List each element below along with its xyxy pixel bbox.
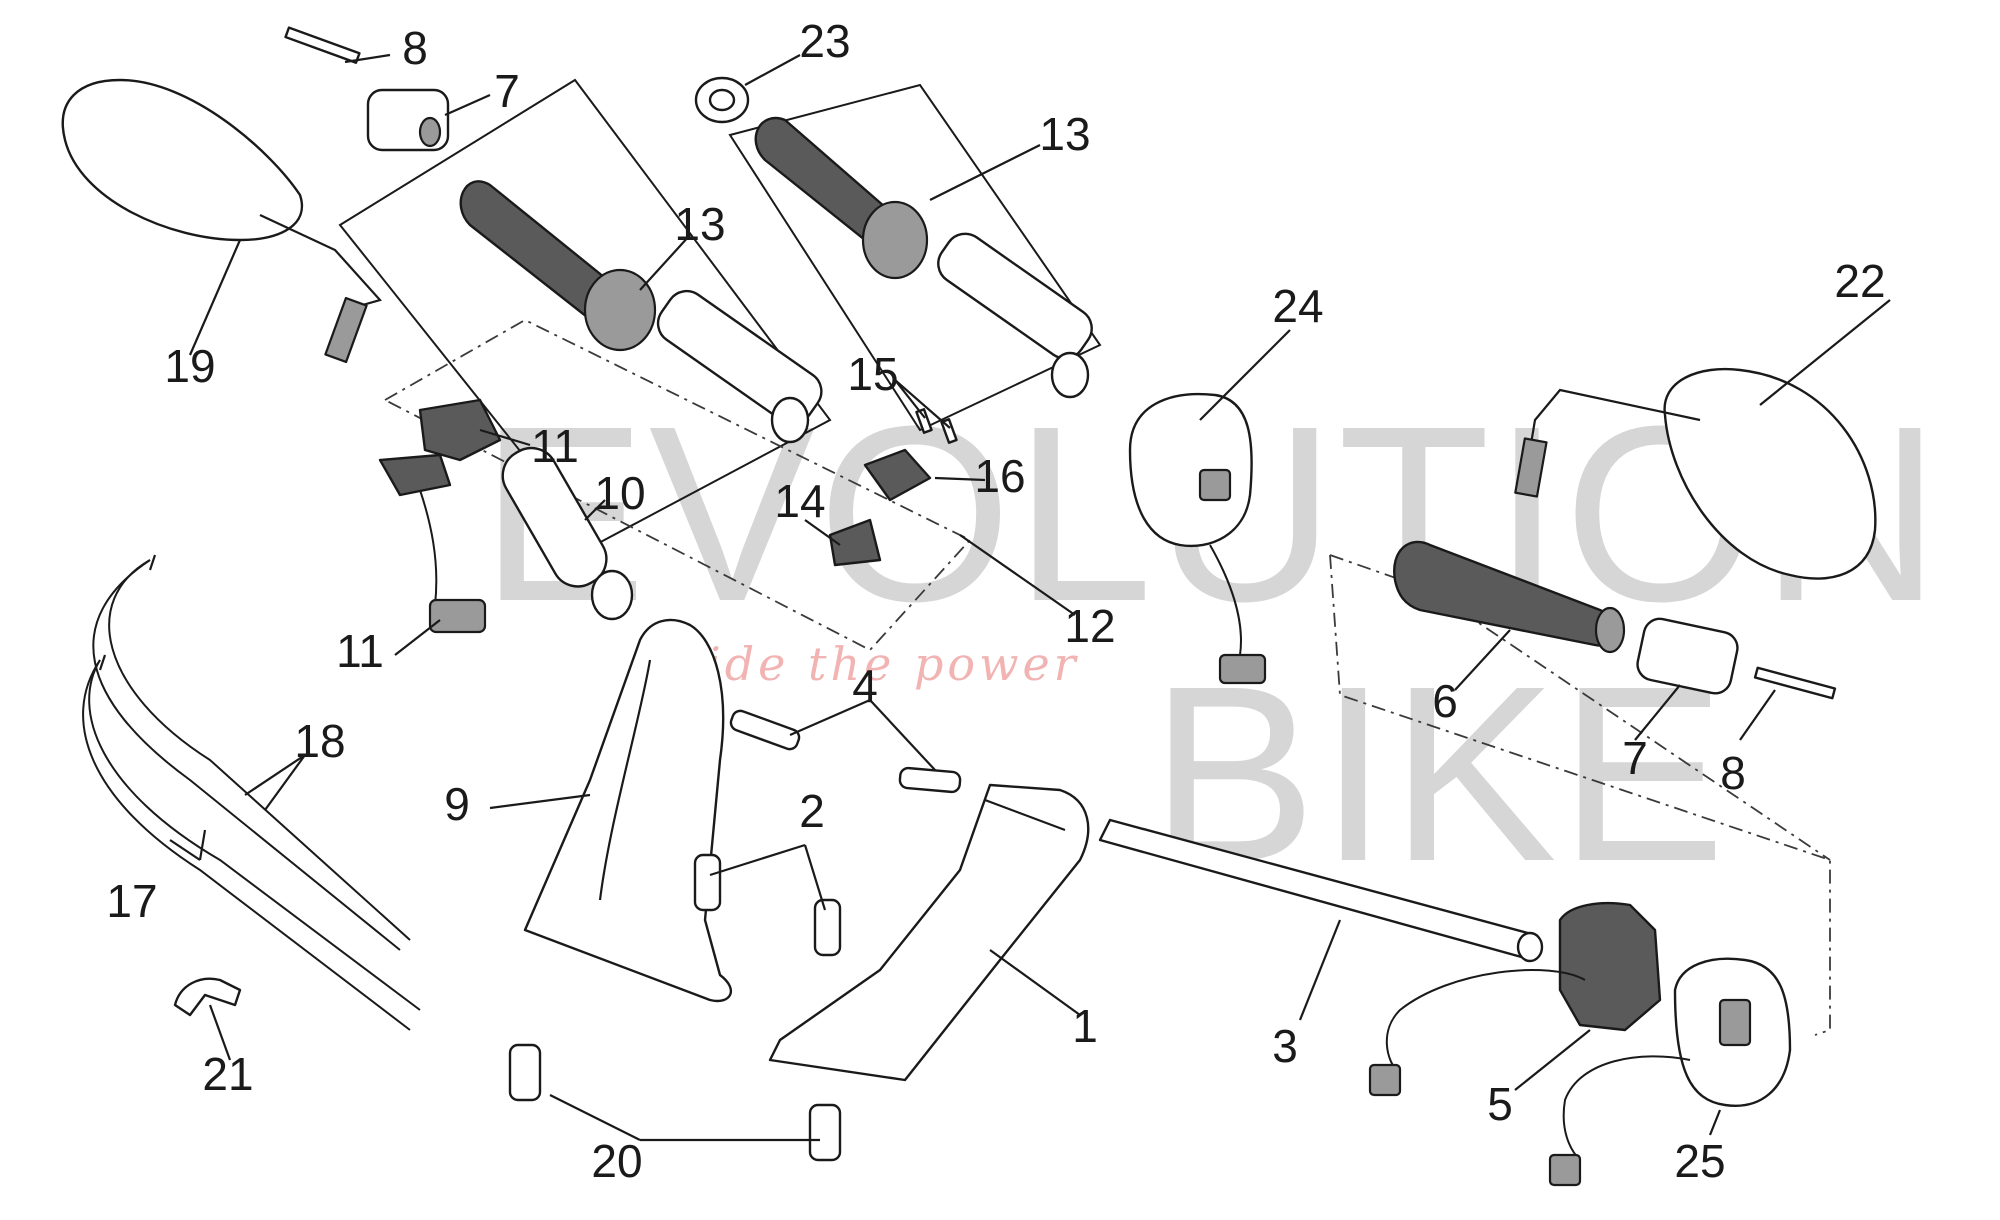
callout-5-left-switch: 5 (1487, 1078, 1513, 1130)
callout-labels: 8 7 23 13 13 19 24 22 15 11 10 16 14 11 … (106, 15, 1885, 1187)
callout-14-housing-clamp: 14 (774, 475, 825, 527)
washer-part (694, 76, 750, 124)
callout-20-screws: 20 (591, 1135, 642, 1187)
right-switch-housing-part (1128, 392, 1267, 685)
right-grip-assembly-box (728, 83, 1102, 432)
callout-25-right-switch: 25 (1674, 1135, 1725, 1187)
callout-15-screws: 15 (847, 348, 898, 400)
right-grip-bar-end-parts (1393, 540, 1837, 700)
callout-17-cables: 17 (106, 875, 157, 927)
throttle-parts (378, 398, 634, 634)
right-grip-set (754, 116, 1093, 399)
callout-12-throttle-assembly: 12 (1064, 600, 1115, 652)
callout-19-left-mirror: 19 (164, 340, 215, 392)
left-switch-part (1368, 901, 1662, 1097)
cable-clip-part (173, 977, 242, 1017)
callout-22-right-mirror: 22 (1834, 255, 1885, 307)
callout-13-right-grip: 13 (1039, 108, 1090, 160)
throttle-cables (82, 554, 421, 1031)
callout-10-throttle-tube: 10 (594, 467, 645, 519)
handlebar-clamp-part (768, 783, 1090, 1082)
callout-2-screws: 2 (799, 785, 825, 837)
throttle-housing-parts (828, 408, 958, 567)
callout-11-upper-housing: 11 (531, 420, 579, 472)
callout-8-right-bolt: 8 (1720, 747, 1746, 799)
handlebar-tube-part (1098, 818, 1544, 963)
callout-4-screws: 4 (852, 660, 878, 712)
callout-8-left-bolt: 8 (402, 22, 428, 74)
leader-lines (169, 53, 1891, 1142)
right-grip-dashed-guide (1329, 554, 1831, 861)
right-switch-part (1548, 957, 1792, 1187)
left-bar-end-parts (284, 26, 450, 152)
left-grip-set (459, 180, 823, 444)
callout-7-left-bar-end: 7 (494, 65, 520, 117)
callout-7-right-bar-end: 7 (1622, 732, 1648, 784)
right-side-dashed-guide (1329, 554, 1831, 1036)
callout-23-washer: 23 (799, 15, 850, 67)
callout-16-housing-cover: 16 (974, 450, 1025, 502)
callout-1-clamp: 1 (1072, 1000, 1098, 1052)
callout-11-lower-wiring: 11 (336, 625, 384, 677)
left-mirror-part (61, 78, 382, 364)
watermark-tagline: ride the power (680, 637, 1080, 691)
callout-13-left-grip: 13 (674, 198, 725, 250)
callout-9-bracket: 9 (444, 778, 470, 830)
handlebar-bracket-part (523, 618, 733, 1003)
callout-6-right-grip: 6 (1432, 675, 1458, 727)
throttle-assembly-dashed-box (383, 318, 972, 652)
callout-3-handlebar: 3 (1272, 1020, 1298, 1072)
callout-18-cables: 18 (294, 715, 345, 767)
callout-24-switch-housing: 24 (1272, 280, 1323, 332)
right-mirror-part (1514, 367, 1877, 580)
screw-parts (508, 709, 962, 1162)
callout-21-clip: 21 (202, 1048, 253, 1100)
